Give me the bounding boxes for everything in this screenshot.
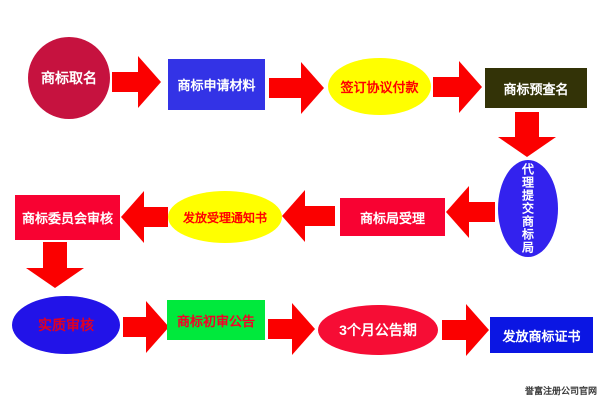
node-office-acceptance: 商标局受理 bbox=[340, 198, 445, 236]
node-agent-submit-office: 代理提交商标局 bbox=[498, 160, 558, 257]
flow-arrow-left-2 bbox=[282, 190, 335, 242]
node-trademark-naming: 商标取名 bbox=[28, 37, 110, 119]
flow-arrow-left-1 bbox=[446, 186, 495, 238]
flow-arrow-right-5 bbox=[268, 303, 315, 355]
node-3month-gazette-period: 3个月公告期 bbox=[318, 305, 438, 355]
node-sign-agreement-payment: 签订协议付款 bbox=[328, 58, 431, 115]
node-application-materials: 商标申请材料 bbox=[168, 59, 265, 110]
node-issue-certificate: 发放商标证书 bbox=[490, 317, 593, 353]
flow-arrow-down-2 bbox=[26, 242, 84, 288]
flow-arrow-right-4 bbox=[123, 301, 169, 353]
flow-arrow-right-3 bbox=[433, 61, 482, 113]
node-trademark-name-precheck: 商标预查名 bbox=[485, 68, 587, 108]
node-committee-review: 商标委员会审核 bbox=[15, 195, 120, 240]
flow-arrow-down-1 bbox=[498, 112, 556, 157]
watermark: 誉富注册公司官网 bbox=[525, 386, 598, 396]
node-issue-acceptance-notice: 发放受理通知书 bbox=[168, 191, 282, 243]
flow-arrow-right-1 bbox=[112, 56, 161, 108]
node-preliminary-gazette: 商标初审公告 bbox=[167, 300, 265, 340]
flow-arrow-right-6 bbox=[442, 304, 489, 356]
node-substantive-review: 实质审核 bbox=[12, 296, 120, 354]
flow-arrow-left-3 bbox=[121, 191, 168, 243]
flow-arrow-right-2 bbox=[269, 62, 324, 114]
